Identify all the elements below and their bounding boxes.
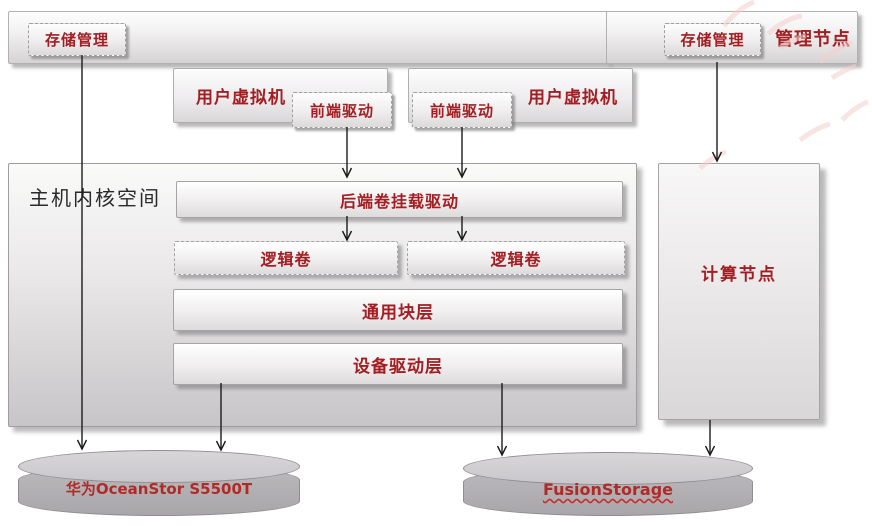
compute-node-box: 计算节点 [658, 163, 820, 420]
management-bar-right: 存储管理 管理节点 [606, 11, 858, 64]
distributed-storage-label: FusionStorage [542, 480, 674, 499]
logical-volume-label-right: 逻辑卷 [490, 250, 542, 269]
frontend-driver-label-right: 前端驱动 [429, 101, 494, 120]
device-driver-layer-box: 设备驱动层 [173, 343, 623, 385]
generic-block-layer-box: 通用块层 [173, 289, 623, 331]
generic-block-layer-label: 通用块层 [362, 302, 434, 323]
backend-volume-mount-driver-label: 后端卷挂载驱动 [339, 191, 459, 211]
san-storage-cylinder: 华为OceanStor S5500T [18, 450, 300, 516]
logical-volume-box-left: 逻辑卷 [174, 241, 398, 275]
frontend-driver-box-right: 前端驱动 [412, 92, 512, 128]
storage-management-box-right: 存储管理 [664, 23, 761, 56]
logical-volume-label-left: 逻辑卷 [260, 250, 312, 269]
management-node-label: 管理节点 [775, 29, 851, 50]
frontend-driver-label-left: 前端驱动 [309, 101, 374, 120]
user-vm-label-left: 用户虚拟机 [196, 88, 286, 108]
cylinder-top [18, 450, 300, 483]
arrow-compute-to-fusion [704, 420, 716, 457]
compute-node-label: 计算节点 [701, 265, 777, 285]
logical-volume-box-right: 逻辑卷 [407, 241, 625, 275]
host-kernel-space-box: 主机内核空间 后端卷挂载驱动 逻辑卷 逻辑卷 通用块层 设备驱动层 [8, 163, 637, 427]
distributed-storage-cylinder: FusionStorage [463, 452, 753, 516]
device-driver-layer-label: 设备驱动层 [353, 356, 443, 377]
frontend-driver-box-left: 前端驱动 [292, 92, 392, 128]
management-bar-left: 存储管理 [8, 11, 608, 64]
backend-volume-mount-driver-box: 后端卷挂载驱动 [176, 181, 623, 218]
cylinder-top [463, 452, 753, 485]
storage-management-box-left: 存储管理 [28, 23, 126, 56]
storage-management-label-right: 存储管理 [680, 31, 745, 49]
san-storage-label: 华为OceanStor S5500T [65, 480, 253, 498]
storage-management-label-left: 存储管理 [44, 31, 109, 49]
user-vm-label-right: 用户虚拟机 [528, 88, 618, 108]
host-kernel-space-label: 主机内核空间 [29, 186, 161, 210]
arrow-mgmt-right-to-compute [711, 62, 723, 163]
